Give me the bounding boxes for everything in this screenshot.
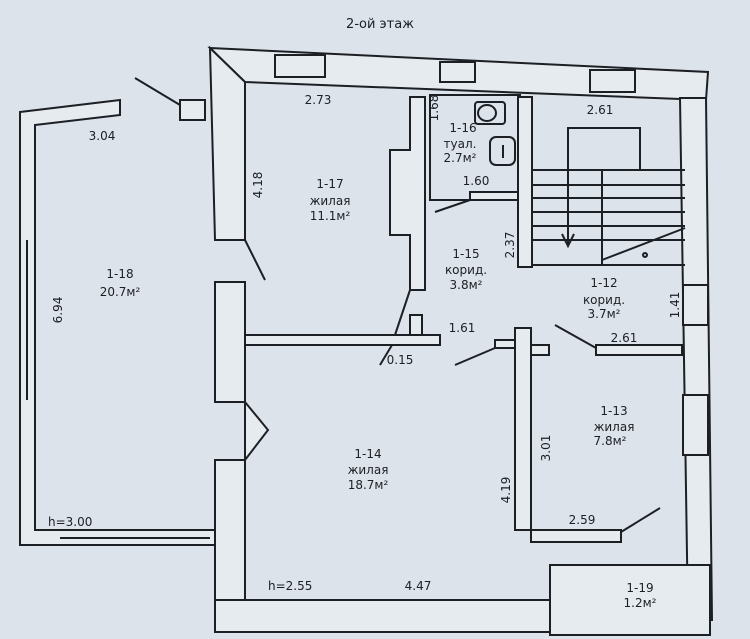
- outer-wall-right: [678, 97, 714, 621]
- room-1-13-type: жилая: [594, 420, 635, 434]
- room-1-16-type: туал.: [444, 137, 477, 151]
- room-1-19-box: [549, 564, 711, 636]
- dim-2-37: 2.37: [503, 232, 517, 259]
- dim-4-18: 4.18: [251, 172, 265, 199]
- dim-6-94: 6.94: [51, 297, 65, 324]
- outer-wall-left-mid: [214, 281, 246, 403]
- dim-3-04: 3.04: [89, 129, 116, 143]
- door-swing: [134, 77, 181, 106]
- room-1-15-area: 3.8м²: [450, 278, 483, 292]
- dim-3-01: 3.01: [539, 435, 553, 462]
- room-1-14-id: 1-14: [354, 447, 381, 461]
- dim-2-59: 2.59: [569, 513, 596, 527]
- wall-stub: [409, 314, 423, 336]
- room-1-12-type: корид.: [583, 293, 625, 307]
- outer-wall-bottom: [214, 599, 551, 633]
- floor-title: 2-ой этаж: [346, 17, 414, 32]
- window: [682, 394, 709, 456]
- staircase: [532, 169, 686, 266]
- wall-1-14-top: [244, 334, 441, 346]
- dim-h-2-55: h=2.55: [268, 579, 312, 593]
- room-1-15-type: корид.: [445, 263, 487, 277]
- toilet-icon: [474, 101, 506, 125]
- room-1-18-id: 1-18: [106, 267, 133, 281]
- window: [589, 69, 636, 93]
- room-1-16-id: 1-16: [449, 121, 476, 135]
- dim-2-61-mid: 2.61: [611, 331, 638, 345]
- stair-wall: [517, 96, 533, 268]
- door-swing: [394, 289, 411, 336]
- stair-rail: [567, 127, 641, 245]
- sink-icon: [489, 136, 516, 166]
- room-1-13-id: 1-13: [600, 404, 627, 418]
- room-1-17-area: 11.1м²: [310, 209, 351, 223]
- room-1-12-id: 1-12: [590, 276, 617, 290]
- room-1-14-area: 18.7м²: [348, 478, 389, 492]
- wall-stub: [494, 339, 516, 349]
- door-swing: [244, 239, 266, 281]
- room-1-19-id: 1-19: [626, 581, 653, 595]
- dim-1-68: 1.68: [427, 95, 441, 122]
- room-1-18-area: 20.7м²: [100, 285, 141, 299]
- door-swing: [554, 324, 597, 349]
- dim-2-61-top: 2.61: [587, 103, 614, 117]
- outer-wall-left-lower: [214, 399, 270, 601]
- room-1-12-area: 3.7м²: [588, 307, 621, 321]
- dim-4-19: 4.19: [499, 477, 513, 504]
- door-swing: [620, 507, 661, 533]
- door-swing: [379, 344, 393, 366]
- room-1-15-id: 1-15: [452, 247, 479, 261]
- window: [274, 54, 326, 78]
- dim-1-41: 1.41: [668, 292, 682, 319]
- door-swing: [454, 347, 496, 366]
- wall-1-17-1-15: [389, 96, 426, 291]
- window: [682, 284, 709, 326]
- room-1-14-type: жилая: [348, 463, 389, 477]
- dim-h-3-00: h=3.00: [48, 515, 92, 529]
- toilet-wall-bottom: [469, 191, 521, 201]
- dim-2-73: 2.73: [305, 93, 332, 107]
- veranda-wall-left: [19, 98, 216, 546]
- veranda-post: [179, 99, 206, 121]
- dim-1-61: 1.61: [449, 321, 476, 335]
- room-1-19-area: 1.2м²: [624, 596, 657, 610]
- stair-arrow-icon: [561, 233, 575, 249]
- dim-4-47: 4.47: [405, 579, 432, 593]
- wall-1-19-top: [530, 529, 622, 543]
- toilet-bowl-icon: [477, 104, 497, 122]
- dim-1-60: 1.60: [463, 174, 490, 188]
- outer-wall-left-upper: [208, 45, 246, 241]
- room-1-16-area: 2.7м²: [444, 151, 477, 165]
- room-1-17-type: жилая: [310, 194, 351, 208]
- wall-1-12-1-13: [595, 344, 683, 356]
- dim-0-15: 0.15: [387, 353, 414, 367]
- wall-stub: [530, 344, 550, 356]
- door-swing: [434, 199, 471, 213]
- window: [439, 61, 476, 83]
- room-1-13-area: 7.8м²: [594, 434, 627, 448]
- room-1-17-id: 1-17: [316, 177, 343, 191]
- wall-1-13-left: [514, 327, 532, 531]
